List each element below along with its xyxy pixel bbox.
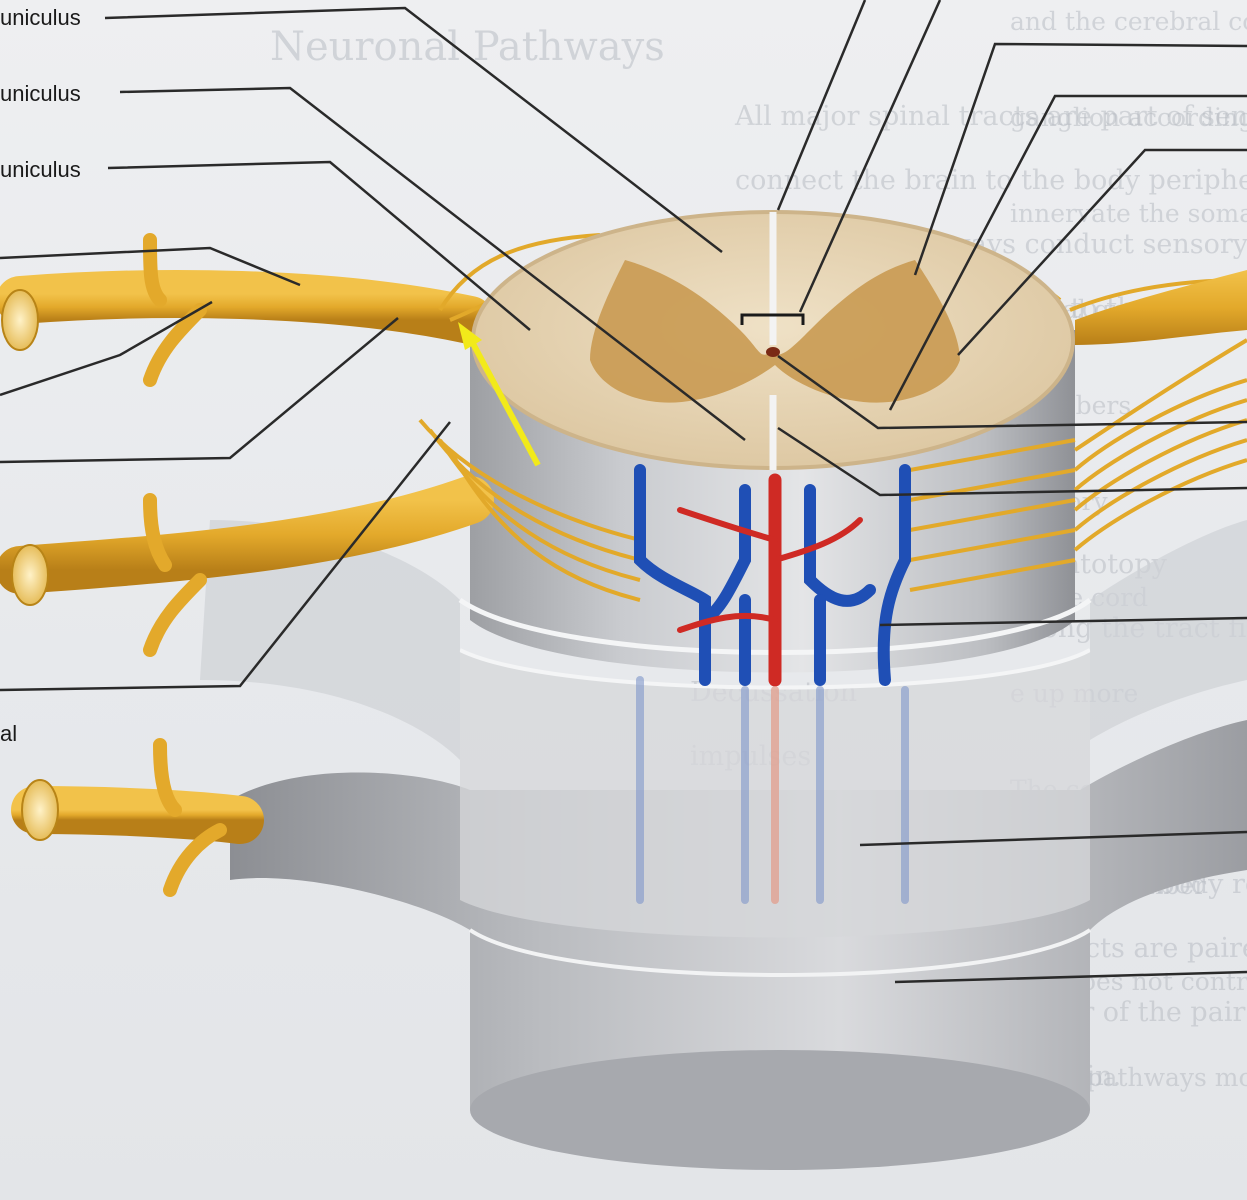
label-funiculus-1: uniculus [0, 5, 81, 30]
leader-line-5 [0, 300, 213, 397]
bg-line: connect the brain to the body periphery [735, 165, 1247, 196]
leader-line-9 [798, 0, 942, 313]
leader-line-6 [0, 317, 399, 464]
leader-line-1 [104, 6, 723, 253]
bg-heading: Neuronal Pathways [270, 24, 665, 70]
leader-line-4 [0, 246, 301, 287]
label-funiculus-2: uniculus [0, 81, 81, 106]
leader-line-16 [859, 830, 1247, 847]
gray-matter [590, 260, 960, 403]
bg-right-line: ganglion according to [1010, 103, 1247, 132]
leader-line-3 [107, 160, 531, 331]
spinal-nerves-left [0, 233, 494, 897]
gray-commissure-bracket [740, 313, 805, 325]
leader-lines [0, 0, 1247, 984]
leader-line-12 [957, 148, 1247, 356]
bg-line: All major spinal tracts are part of sens… [734, 101, 1247, 132]
label-funiculus-3: uniculus [0, 157, 81, 182]
leader-line-11 [888, 94, 1247, 411]
bg-right-line: and the cerebral cortex [1010, 7, 1247, 36]
leader-line-10 [913, 42, 1247, 276]
leader-line-15 [879, 616, 1247, 627]
leader-line-2 [119, 86, 746, 441]
label-partial-al: al [0, 721, 18, 746]
bg-right-line: innervate the somatic [1010, 199, 1247, 228]
leader-line-13 [777, 354, 1247, 430]
blood-vessels [634, 464, 911, 904]
leader-line-17 [894, 970, 1247, 984]
cord-cross-section [471, 210, 1075, 470]
yellow-arrow [458, 322, 541, 467]
leader-line-14 [777, 426, 1247, 497]
leader-line-8 [776, 0, 867, 211]
central-canal [766, 347, 780, 357]
leader-line-7 [0, 421, 451, 692]
spinal-nerve-right [1075, 270, 1247, 345]
